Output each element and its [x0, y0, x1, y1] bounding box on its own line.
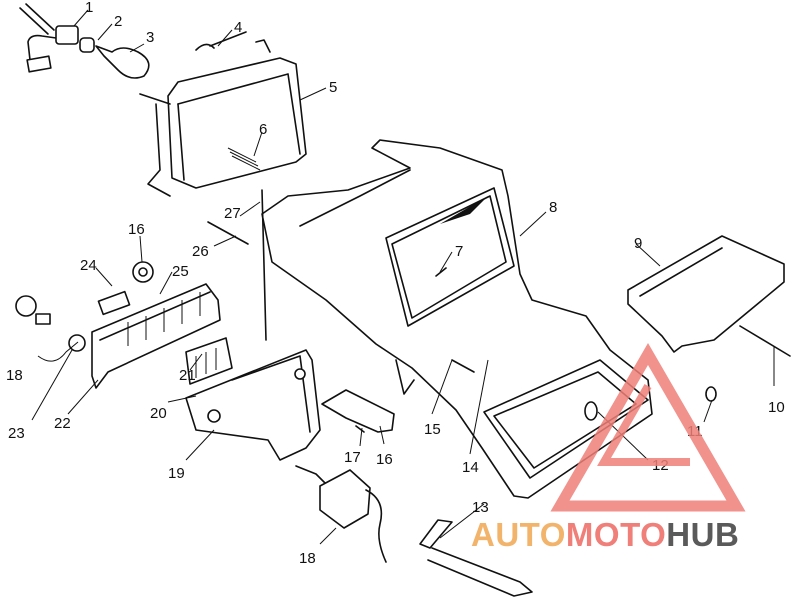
callout-27: 27	[224, 205, 241, 222]
connector-harness	[295, 389, 395, 563]
callout-7: 7	[455, 243, 463, 260]
callout-3: 3	[146, 29, 154, 46]
callout-16-right: 16	[376, 451, 393, 468]
callout-9: 9	[634, 235, 642, 252]
callout-20: 20	[150, 405, 167, 422]
fasteners	[207, 189, 791, 421]
callout-24: 24	[80, 257, 97, 274]
headlight-housing	[139, 31, 307, 197]
warning-triangle-icon	[550, 343, 746, 512]
callout-8: 8	[549, 199, 557, 216]
watermark-hub: HUB	[666, 516, 739, 553]
callout-10: 10	[768, 399, 785, 416]
callout-13: 13	[472, 499, 489, 516]
watermark-auto: AUTO	[471, 516, 566, 553]
svg-text:AUTOMOTOHUB: AUTOMOTOHUB	[471, 516, 739, 553]
callout-25: 25	[172, 263, 189, 280]
callout-4: 4	[234, 19, 242, 36]
callout-22: 22	[54, 415, 71, 432]
callout-1: 1	[85, 0, 93, 16]
callout-6: 6	[259, 121, 267, 138]
callout-2: 2	[114, 13, 122, 30]
wire-strap	[419, 519, 533, 597]
callout-18-left: 18	[6, 367, 23, 384]
callout-26: 26	[192, 243, 209, 260]
bulb-socket-assembly	[19, 3, 150, 79]
callout-18-bottom: 18	[299, 550, 316, 567]
callout-17: 17	[344, 449, 361, 466]
callout-19: 19	[168, 465, 185, 482]
callout-16-top: 16	[128, 221, 145, 238]
callout-15: 15	[424, 421, 441, 438]
callout-5: 5	[329, 79, 337, 96]
cover-plate	[627, 235, 785, 353]
callout-14: 14	[462, 459, 479, 476]
callout-labels: 1 2 3 4 5 6 7 8 9 10 11 12 13 14 15 16 1…	[6, 0, 785, 567]
watermark-moto: MOTO	[566, 516, 666, 553]
callout-23: 23	[8, 425, 25, 442]
watermark-logo: AUTOMOTOHUB	[471, 343, 746, 553]
callout-21: 21	[179, 367, 196, 384]
